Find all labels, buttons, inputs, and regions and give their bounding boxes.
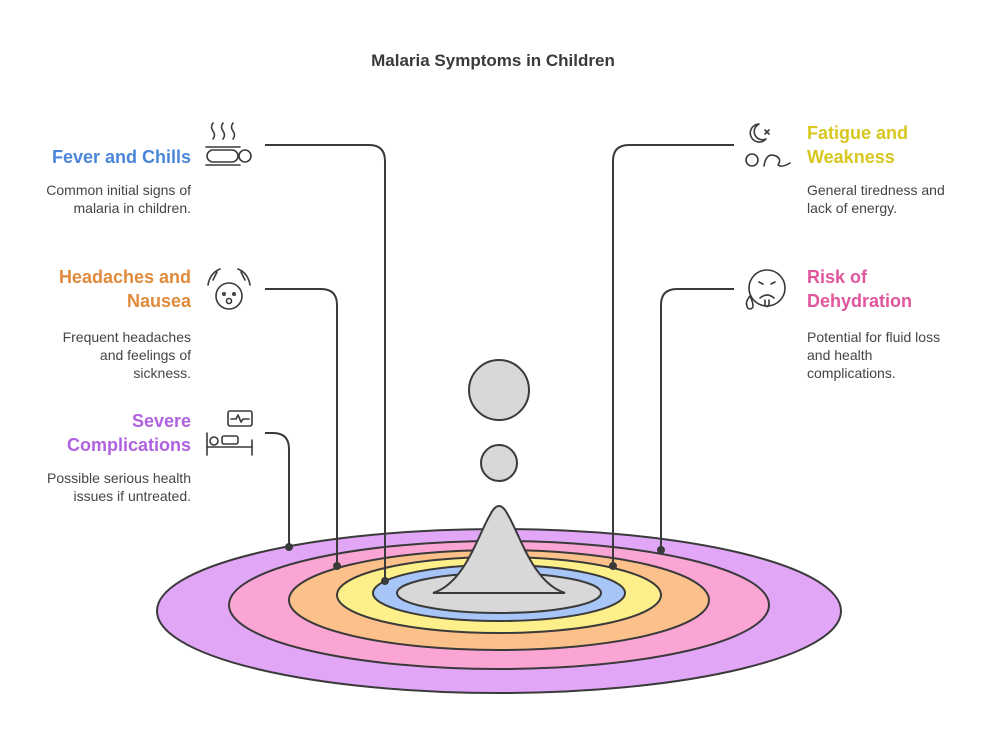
dehydration-desc-line1: Potential for fluid loss	[807, 329, 941, 345]
dot-fatigue	[609, 562, 617, 570]
fatigue-title-line2: Weakness	[807, 147, 895, 167]
hospital-bed-icon	[206, 410, 253, 456]
fatigue-desc-line2: lack of energy.	[807, 200, 898, 216]
headaches-title-line1: Headaches and	[58, 267, 191, 287]
headaches-description: Frequent headaches and feelings of sickn…	[20, 328, 191, 382]
fever-title-line1: Fever and Chills	[51, 147, 191, 167]
drop-large	[468, 359, 530, 421]
dehydration-title: Risk of Dehydration	[807, 265, 977, 313]
sweating-face-icon	[745, 269, 786, 310]
severe-desc-line2: issues if untreated.	[73, 488, 191, 504]
page-title: Malaria Symptoms in Children	[371, 51, 615, 70]
person-chills-icon	[205, 122, 252, 166]
connector-headaches	[265, 288, 338, 566]
fever-title: Fever and Chills	[30, 145, 191, 169]
severe-title-line2: Complications	[66, 435, 191, 455]
fatigue-title-line1: Fatigue and	[807, 123, 909, 143]
dehydration-description: Potential for fluid loss and health comp…	[807, 328, 977, 382]
headaches-desc-line2: and feelings of	[99, 347, 191, 363]
headaches-title-line2: Nausea	[126, 291, 191, 311]
dehydration-desc-line3: complications.	[807, 365, 896, 381]
fatigue-title: Fatigue and Weakness	[807, 121, 977, 169]
headaches-desc-line3: sickness.	[133, 365, 191, 381]
connector-fatigue	[612, 144, 734, 566]
dehydration-desc-line2: and health	[807, 347, 873, 363]
headaches-title: Headaches and Nausea	[30, 265, 191, 313]
connector-fever	[265, 144, 386, 581]
dot-fever	[381, 577, 389, 585]
tired-moon-icon	[745, 123, 791, 167]
dehydration-title-line1: Risk of	[807, 267, 868, 287]
dot-severe	[285, 543, 293, 551]
drop-small	[480, 444, 518, 482]
fatigue-desc-line1: General tiredness and	[807, 182, 945, 198]
connector-dehydration	[660, 288, 734, 550]
connector-dots	[285, 543, 665, 585]
severe-title-line1: Severe	[131, 411, 191, 431]
fever-desc-line1: Common initial signs of	[46, 182, 191, 198]
fatigue-description: General tiredness and lack of energy.	[807, 181, 977, 217]
fever-desc-line2: malaria in children.	[73, 200, 192, 216]
sick-face-icon	[207, 268, 251, 310]
severe-description: Possible serious health issues if untrea…	[20, 469, 191, 505]
dot-headaches	[333, 562, 341, 570]
connectors	[265, 144, 734, 581]
dot-dehydration	[657, 546, 665, 554]
headaches-desc-line1: Frequent headaches	[62, 329, 191, 345]
fever-description: Common initial signs of malaria in child…	[20, 181, 191, 217]
dehydration-title-line2: Dehydration	[807, 291, 913, 311]
splash-peak	[432, 505, 566, 594]
connector-severe	[265, 432, 290, 547]
severe-desc-line1: Possible serious health	[47, 470, 191, 486]
severe-title: Severe Complications	[30, 409, 191, 457]
